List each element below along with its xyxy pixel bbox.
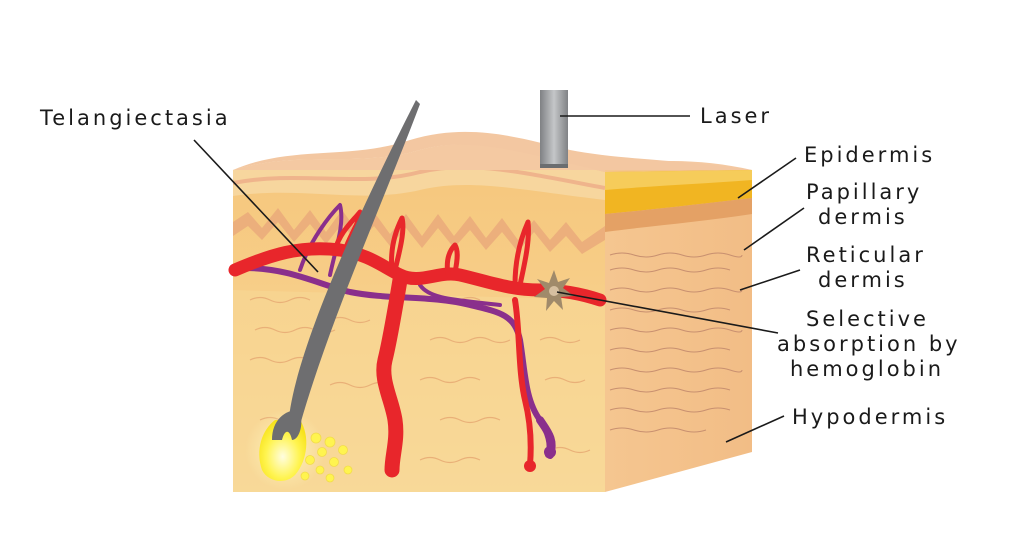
label-selective-line1: Selective xyxy=(806,307,929,331)
arteriole-descending xyxy=(376,272,408,478)
label-epidermis: Epidermis xyxy=(804,143,936,167)
laser-probe-body xyxy=(540,90,568,168)
absorption-burst xyxy=(534,270,574,311)
label-telangiectasia: Telangiectasia xyxy=(40,106,231,130)
top-face xyxy=(233,144,752,170)
fat-cells xyxy=(300,432,353,483)
leader-epidermis xyxy=(737,157,797,199)
label-hypodermis: Hypodermis xyxy=(792,405,949,429)
venule-end xyxy=(544,446,556,458)
hair-root xyxy=(272,410,302,440)
label-reticular-line2: dermis xyxy=(818,268,908,292)
venule-branch xyxy=(418,283,502,307)
leader-reticular xyxy=(739,269,801,291)
laser-probe-tip xyxy=(540,164,568,168)
basal-line xyxy=(232,165,606,190)
label-selective-line3: hemoglobin xyxy=(790,357,945,381)
leader-lines xyxy=(193,115,805,443)
arteriole-main xyxy=(228,242,607,307)
laser-probe xyxy=(540,90,568,168)
top-face-fill xyxy=(233,131,752,172)
arteriole-loop-3 xyxy=(444,242,460,278)
hair-follicle xyxy=(245,100,420,490)
arteriole-end xyxy=(524,460,536,472)
leader-hypodermis xyxy=(725,415,785,443)
arteriole-descending-2 xyxy=(512,297,534,468)
label-laser: Laser xyxy=(700,104,773,128)
label-selective-line2: absorption by xyxy=(777,332,961,356)
leader-telangiectasia xyxy=(193,139,319,273)
epidermis-side-top xyxy=(605,170,752,190)
arteriole-loop-2 xyxy=(389,215,406,273)
label-papillary-line1: Papillary xyxy=(806,180,923,204)
side-face xyxy=(605,170,752,492)
leader-papillary xyxy=(743,207,805,251)
arteriole-loop-4 xyxy=(512,219,531,288)
leader-selective xyxy=(556,291,779,334)
tissue-fibers-side xyxy=(609,252,743,433)
label-reticular-line1: Reticular xyxy=(806,243,926,267)
hair-shaft xyxy=(288,100,420,430)
papillary-side xyxy=(605,198,752,232)
label-papillary-line2: dermis xyxy=(818,205,908,229)
